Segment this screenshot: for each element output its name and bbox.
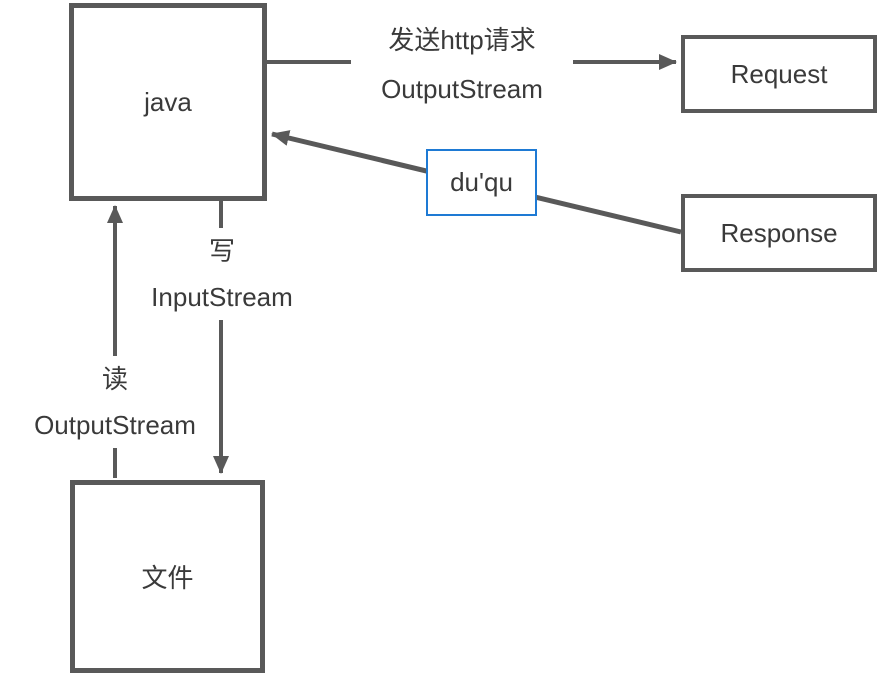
read-outputstream-label: 读 OutputStream bbox=[19, 356, 211, 448]
java-node[interactable]: java bbox=[69, 3, 267, 201]
write-inputstream-label: 写 InputStream bbox=[140, 228, 304, 320]
write-label-line2: InputStream bbox=[151, 282, 293, 312]
duqu-textbox-label: du'qu bbox=[450, 167, 513, 197]
file-node[interactable]: 文件 bbox=[70, 480, 265, 673]
http-request-label-line1: 发送http请求 bbox=[388, 25, 536, 55]
duqu-selected-textbox[interactable]: du'qu bbox=[426, 149, 537, 216]
request-node-label: Request bbox=[730, 58, 828, 89]
read-label-line1: 读 bbox=[101, 364, 128, 394]
request-node[interactable]: Request bbox=[681, 35, 877, 113]
http-request-label: 发送http请求 OutputStream bbox=[351, 16, 573, 114]
response-node-label: Response bbox=[720, 217, 838, 248]
response-node[interactable]: Response bbox=[681, 194, 877, 272]
write-label-line1: 写 bbox=[208, 236, 235, 266]
java-node-label: java bbox=[144, 86, 192, 117]
read-label-line2: OutputStream bbox=[34, 410, 196, 440]
http-request-label-line2: OutputStream bbox=[381, 74, 543, 104]
file-node-label: 文件 bbox=[141, 563, 194, 593]
